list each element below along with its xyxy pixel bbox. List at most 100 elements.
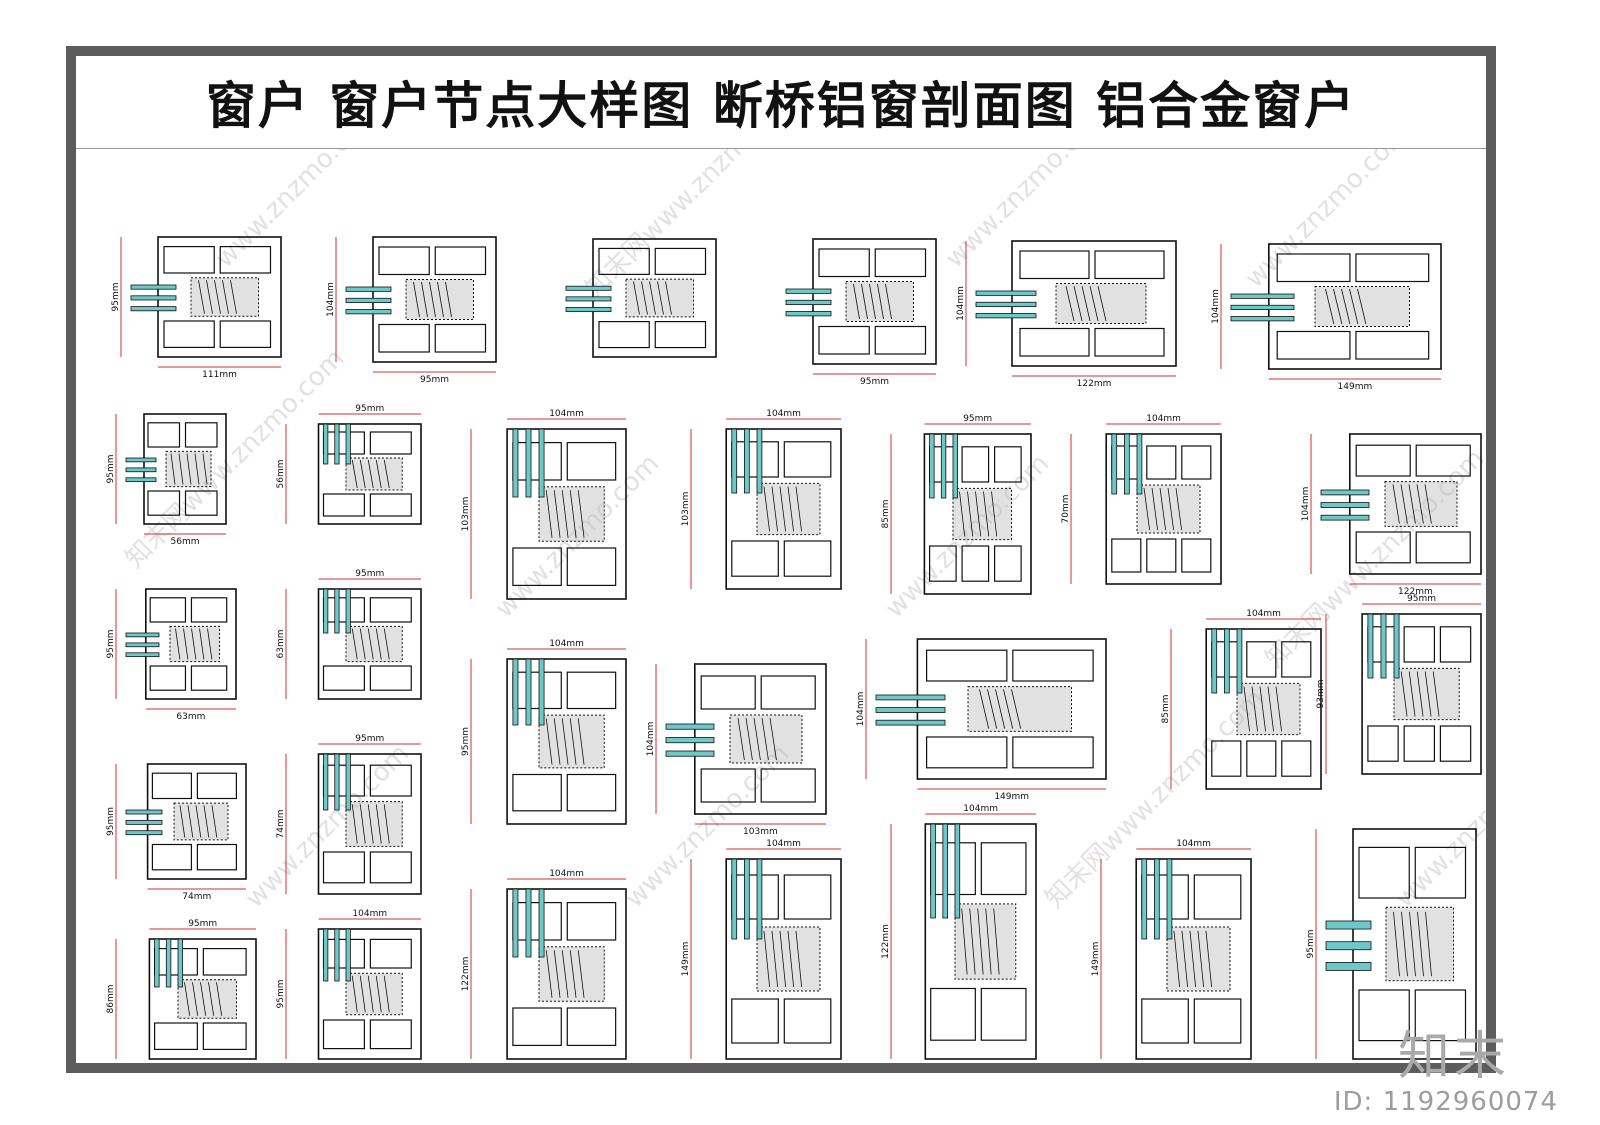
glass-pane [665, 750, 715, 757]
profile-chamber [147, 490, 181, 516]
profile-chamber [1019, 250, 1090, 280]
glass-pane [345, 423, 351, 465]
glass-pane [130, 295, 177, 301]
profile-chamber [566, 547, 617, 587]
section-detail: 95mm [785, 238, 937, 387]
glass-pane [975, 301, 1037, 308]
gasket-hatch [375, 459, 382, 489]
gasket-hatch [367, 628, 374, 660]
glass-pane [1154, 858, 1160, 940]
watermark-text: 知末网www.znzmo.com [580, 149, 811, 304]
glass-pane [1325, 961, 1372, 971]
dimension-label: 95mm [106, 455, 116, 484]
profile-outline [506, 658, 627, 825]
glass-pane [1236, 628, 1243, 694]
dimension-label: 85mm [1161, 695, 1171, 724]
gasket-hatch [203, 805, 210, 838]
profile-chamber [993, 446, 1022, 483]
glass-pane [1367, 613, 1374, 679]
dimension-label: 103mm [461, 497, 471, 532]
dimension-label: 95mm [860, 377, 889, 387]
gasket-hatch [795, 486, 802, 532]
gasket-hatch [1073, 285, 1083, 322]
profile-chamber [731, 540, 779, 577]
profile-chamber [1358, 846, 1410, 899]
profile-chamber [378, 246, 430, 276]
glass-pane [744, 858, 750, 940]
dimension-label: 85mm [881, 500, 891, 529]
gasket-hatch [561, 490, 569, 538]
gasket-hatch [383, 804, 390, 844]
glass-pane [975, 290, 1037, 296]
glass-pane [930, 823, 936, 919]
profile-chamber [322, 851, 365, 884]
profile-chamber [1355, 444, 1411, 477]
thermal-break-infill [954, 903, 1017, 980]
gasket-hatch [383, 975, 390, 1013]
gasket-hatch [170, 453, 176, 485]
dimension-label: 95mm [1306, 930, 1316, 959]
profile-chamber [980, 842, 1027, 896]
profile-chamber [184, 422, 218, 448]
gasket-hatch [1325, 288, 1335, 325]
dimension-label: 56mm [171, 537, 200, 547]
profile-chamber [369, 764, 412, 797]
dimension-label: 104mm [549, 639, 584, 649]
profile-chamber [322, 938, 365, 969]
glass-pane [1111, 433, 1118, 495]
thermal-break-infill [345, 625, 403, 663]
gasket-hatch [771, 930, 778, 988]
thermal-break-infill [345, 801, 403, 847]
profile-chamber [369, 493, 412, 517]
glass-pane [975, 313, 1037, 319]
profile-chamber [184, 490, 218, 516]
gasket-hatch [987, 689, 998, 729]
gasket-hatch [230, 280, 237, 314]
gasket-hatch [1175, 487, 1182, 531]
profile-chamber [154, 948, 198, 976]
watermark-text: www.znzmo.com [1390, 739, 1486, 914]
dimension-label: 149mm [1338, 382, 1373, 392]
profile-chamber [512, 547, 562, 587]
gasket-hatch [769, 717, 777, 761]
glass-pane [512, 428, 519, 498]
dimension-label: 95mm [1407, 594, 1436, 604]
glass-pane [345, 588, 351, 634]
dimension-label: 103mm [681, 492, 691, 527]
gasket-hatch [1400, 671, 1408, 717]
profile-chamber [783, 540, 832, 577]
dimension-label: 95mm [106, 630, 116, 659]
glass-pane [929, 433, 935, 499]
profile-chamber [1146, 538, 1177, 573]
glass-pane [952, 433, 958, 499]
glass-pane [565, 285, 612, 291]
gasket-hatch [763, 930, 770, 988]
profile-chamber [369, 938, 412, 969]
glass-pane [125, 819, 163, 825]
glass-pane [731, 858, 738, 940]
gasket-hatch [1349, 288, 1359, 325]
gasket-hatch [191, 628, 197, 660]
profile-chamber [196, 772, 238, 800]
gasket-hatch [1392, 484, 1400, 524]
gasket-hatch [1401, 911, 1408, 977]
gasket-hatch [383, 459, 390, 489]
gasket-hatch [1275, 686, 1282, 732]
dimension-label: 149mm [994, 792, 1029, 802]
glass-pane [512, 658, 519, 726]
dimension-label: 122mm [881, 924, 891, 959]
gasket-hatch [1205, 930, 1212, 988]
profile-chamber [512, 442, 562, 481]
gasket-hatch [553, 950, 561, 998]
profile-chamber [322, 597, 365, 623]
thermal-break-infill [345, 457, 403, 491]
glass-pane [1325, 941, 1372, 951]
gasket-hatch [192, 982, 199, 1016]
profile-chamber [322, 431, 365, 455]
dimension-label: 56mm [276, 460, 286, 489]
profile-chamber [1141, 998, 1189, 1044]
